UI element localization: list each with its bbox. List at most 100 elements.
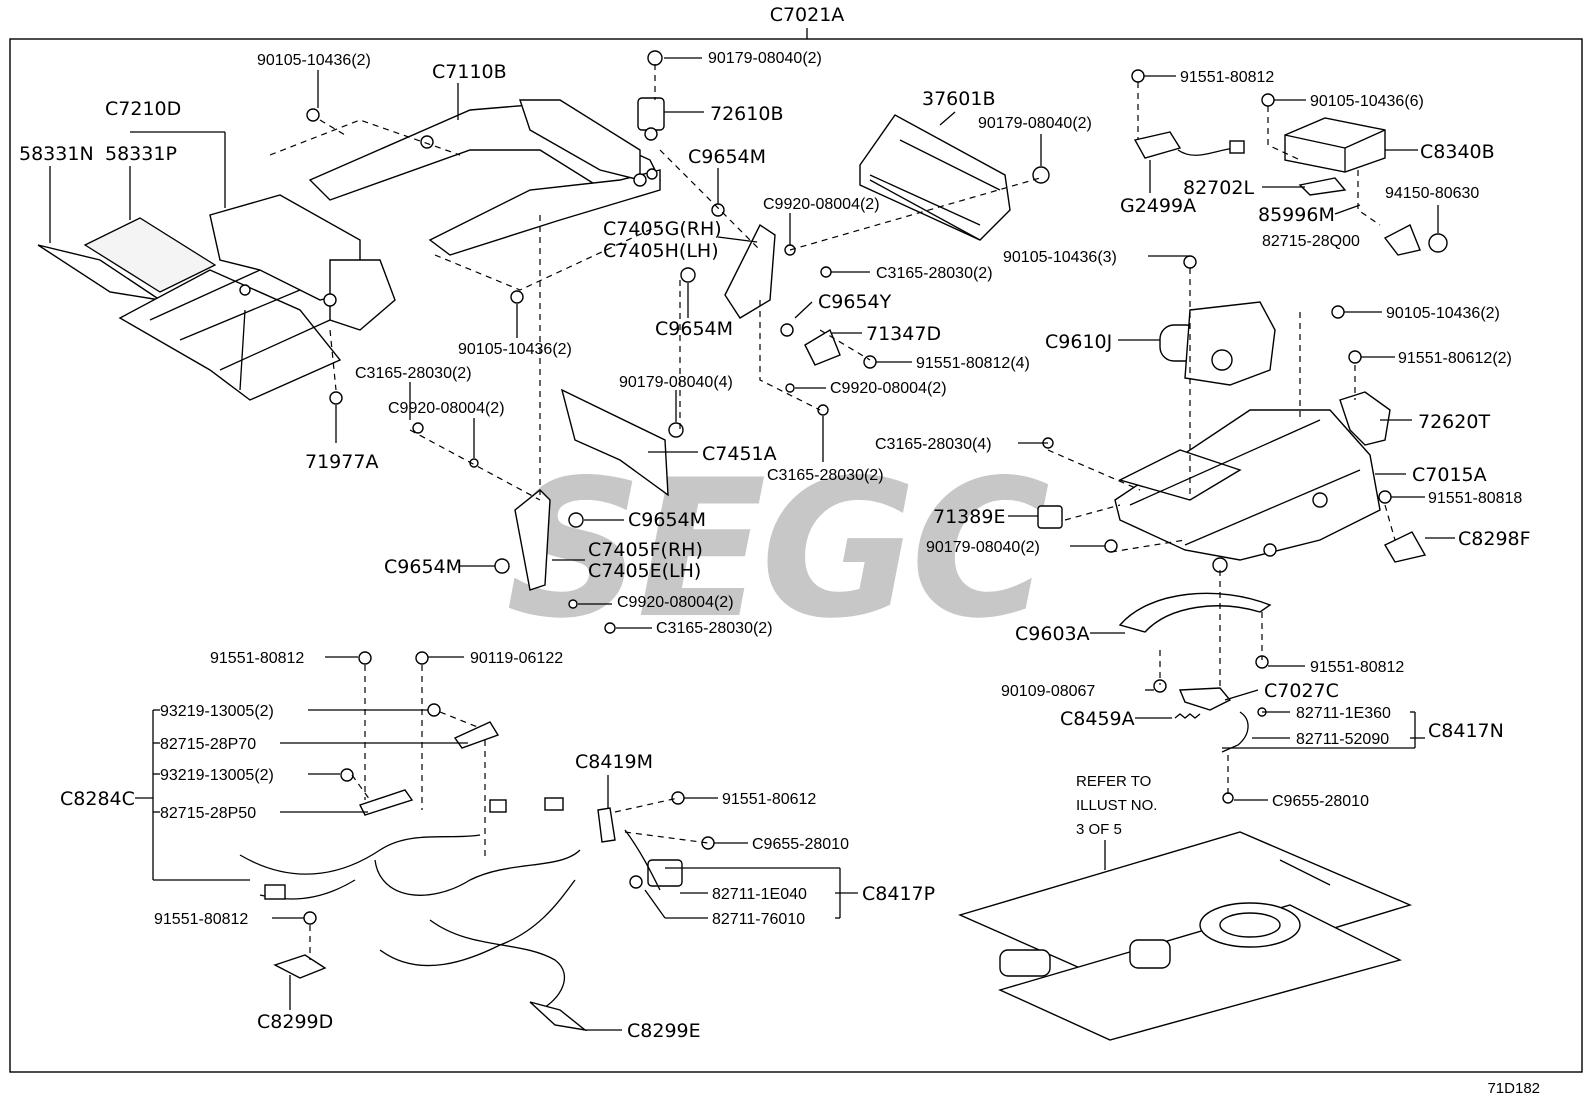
callout-c7021a: C7021A [770, 4, 845, 26]
leader-lines [49, 57, 1455, 1031]
callout-82715-28p50: 82715-28P50 [160, 805, 256, 822]
bolt-icon [1348, 350, 1362, 364]
callout-c9654m-d: C9654M [384, 556, 462, 578]
bolt-icon [1183, 255, 1197, 269]
callout-c8299e: C8299E [627, 1020, 701, 1042]
washer-icon [568, 599, 578, 609]
washer-icon [780, 323, 794, 337]
callout-71977a: 71977A [305, 451, 378, 473]
callout-c7210d: C7210D [105, 98, 181, 120]
callout-c9654m-b: C9654M [655, 318, 733, 340]
callout-93219-13005-2b: 93219-13005(2) [160, 767, 274, 784]
bolt-icon [412, 422, 424, 434]
harness-c8284c-part [239, 797, 581, 1011]
callout-90119-06122: 90119-06122 [470, 650, 563, 667]
callout-c7110b: C7110B [432, 61, 507, 83]
bolt-icon [604, 622, 616, 634]
callout-c9655-28010-b: C9655-28010 [752, 836, 849, 853]
seat-pad-sheet-part [83, 217, 217, 293]
callout-90105-10436-2c: 90105-10436(2) [1386, 305, 1500, 322]
motor-72620t-part [1339, 391, 1391, 446]
callout-c8284c: C8284C [60, 788, 135, 810]
bracket-82702l-part [1298, 177, 1347, 196]
bolt-icon [1378, 490, 1392, 504]
callout-82711-52090: 82711-52090 [1296, 731, 1389, 748]
callout-91551-80818: 91551-80818 [1428, 490, 1522, 507]
callout-c3165-28030-2b: C3165-28030(2) [355, 365, 472, 382]
bolt-icon [817, 404, 829, 416]
callout-90105-10436-2b: 90105-10436(2) [458, 341, 572, 358]
bracket-c8299e-part [529, 1001, 588, 1032]
callout-90179-08040-2a: 90179-08040(2) [708, 50, 822, 67]
washer-icon [568, 512, 584, 528]
washer-icon [711, 203, 725, 217]
nut-71977a-part [329, 391, 343, 405]
callout-c9920-08004-2b: C9920-08004(2) [830, 380, 947, 397]
callout-c8299d: C8299D [257, 1011, 333, 1033]
callout-c9654y: C9654Y [818, 291, 892, 313]
callout-90179-08040-4: 90179-08040(4) [619, 374, 733, 391]
callout-c9603a: C9603A [1015, 623, 1090, 645]
callout-37601b: 37601B [922, 88, 995, 110]
callout-c8419m: C8419M [575, 751, 653, 773]
diagram-frame [9, 38, 1583, 1073]
bolt-icon [510, 290, 524, 304]
bolt-icon [340, 768, 354, 782]
callout-90179-08040-2b: 90179-08040(2) [978, 115, 1092, 132]
bracket-82715-28p50-part [359, 789, 414, 816]
motor-72610b-part [637, 97, 665, 141]
washer-icon [680, 267, 696, 283]
nut-icon [1104, 539, 1118, 553]
callout-91551-80612: 91551-80612 [722, 791, 816, 808]
callout-c7405g: C7405G(RH) [603, 218, 722, 240]
callout-c3165-28030-4: C3165-28030(4) [875, 436, 992, 453]
refer-note-line2: ILLUST NO. [1076, 797, 1157, 814]
nut-icon [647, 50, 663, 66]
bolt-icon [427, 703, 441, 717]
spring-c8459a-part [1174, 713, 1201, 719]
nut-94150-part [1428, 233, 1448, 253]
seat-rail-part [308, 99, 661, 256]
callout-58331p: 58331P [105, 143, 177, 165]
callout-82711-76010: 82711-76010 [712, 911, 805, 928]
bolt-icon [1261, 93, 1275, 107]
callout-g2499a: G2499A [1120, 195, 1196, 217]
seat-frame-part [118, 194, 396, 401]
washer-icon [785, 383, 795, 393]
bracket-c7405f-part [514, 489, 551, 591]
callout-91551-80812-b: 91551-80812 [1310, 659, 1404, 676]
callout-58331n: 58331N [19, 143, 94, 165]
link-c7027c-part [1178, 687, 1232, 711]
bracket-82715-28q00-part [1383, 224, 1421, 256]
callout-labels: C7021A C7210D 58331N 58331P 90105-10436(… [19, 4, 1540, 1097]
callout-c9920-08004-2d: C9920-08004(2) [617, 594, 734, 611]
callout-c8459a: C8459A [1060, 708, 1135, 730]
sensor-c8417n-part [1221, 711, 1249, 753]
callout-91551-80612-2: 91551-80612(2) [1398, 350, 1512, 367]
callout-91551-80812-c: 91551-80812 [210, 650, 304, 667]
callout-91551-80812-d: 91551-80812 [154, 911, 248, 928]
callout-c7451a: C7451A [702, 443, 777, 465]
bracket-c7405g-part [724, 223, 776, 319]
callout-82715-28p70: 82715-28P70 [160, 736, 256, 753]
callout-71389e: 71389E [933, 506, 1005, 528]
callout-94150-80630: 94150-80630 [1385, 185, 1479, 202]
main-frame-c7015a-part [1114, 409, 1381, 573]
callout-c8340b: C8340B [1420, 141, 1495, 163]
callout-c9654m-c: C9654M [628, 509, 706, 531]
bracket-37601b-part [859, 114, 1011, 241]
callout-72610b: 72610B [710, 103, 783, 125]
callout-c7027c: C7027C [1264, 680, 1339, 702]
ecu-c8340b-part [1284, 117, 1386, 173]
callout-c7405f: C7405F(RH) [588, 539, 703, 561]
bolt-icon [303, 911, 317, 925]
bracket-82715-28p70-part [453, 721, 500, 749]
callout-82702l: 82702L [1183, 177, 1254, 199]
callout-c3165-28030-2a: C3165-28030(2) [876, 265, 993, 282]
bolt-icon [1153, 679, 1167, 693]
track-assembly-part [957, 831, 1413, 1041]
refer-note-line1: REFER TO [1076, 773, 1151, 790]
figure-number: 71D182 [1487, 1080, 1540, 1097]
washer-icon [494, 558, 510, 574]
nut-icon [668, 422, 684, 438]
